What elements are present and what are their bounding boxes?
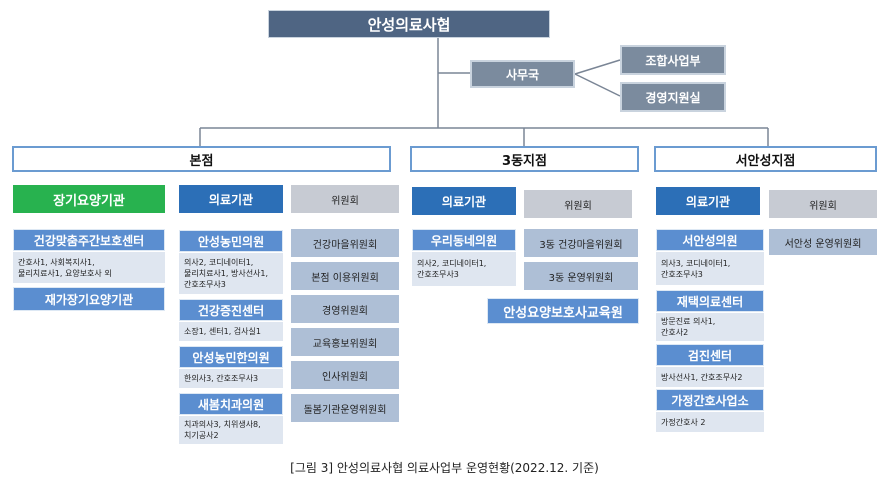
unit-name: 안성농민한의원	[192, 350, 270, 365]
unit-dental-clinic-detail: 치과의사3, 치위생사8, 치기공사2	[179, 416, 283, 444]
education-label: 안성요양보호사교육원	[503, 305, 623, 321]
unit-oriental-clinic: 안성농민한의원	[179, 346, 283, 368]
west-committee-header: 위원회	[769, 190, 877, 218]
unit-homecare: 재가장기요양기관	[13, 287, 165, 311]
office-sub-label: 경영지원실	[645, 90, 701, 105]
committee-label: 본점 이용위원회	[311, 272, 379, 284]
unit-homecare-medical-detail: 방문진료 의사1, 간호사2	[656, 313, 764, 341]
committee-item: 인사위원회	[291, 361, 399, 389]
committee-item: 3동 운영위원회	[524, 262, 638, 290]
unit-name: 건강맞춤주간보호센터	[33, 233, 145, 248]
branch-third: 3동지점	[410, 146, 639, 172]
education-center: 안성요양보호사교육원	[487, 298, 639, 324]
root-label: 안성의료사협	[367, 15, 451, 34]
committee-label: 돌봄기관운영위원회	[303, 404, 387, 416]
unit-oriental-clinic-detail: 한의사3, 간호조무사3	[179, 369, 283, 388]
unit-homecare-medical: 재택의료센터	[656, 290, 764, 312]
committee-header-label: 위원회	[331, 195, 359, 207]
committee-label: 3동 운영위원회	[548, 272, 614, 284]
west-medical-header: 의료기관	[656, 187, 760, 215]
committee-item: 교육홍보위원회	[291, 328, 399, 356]
unit-daycare-detail: 간호사1, 사회복지사1, 물리치료사1, 요양보호사 외	[13, 252, 165, 283]
medical-header-label: 의료기관	[208, 192, 254, 207]
branch-label: 서안성지점	[735, 153, 796, 169]
main-committee-header: 위원회	[291, 185, 399, 213]
longterm-header-label: 장기요양기관	[53, 193, 125, 209]
main-medical-header: 의료기관	[179, 185, 283, 213]
committee-label: 경영위원회	[322, 305, 368, 317]
unit-neighborhood-clinic: 우리동네의원	[412, 229, 516, 251]
third-medical-header: 의료기관	[412, 187, 516, 215]
committee-label: 3동 건강마을위원회	[539, 239, 623, 251]
unit-checkup-center: 검진센터	[656, 344, 764, 366]
branch-label: 본점	[189, 153, 214, 169]
unit-home-nursing: 가정간호사업소	[656, 389, 764, 411]
committee-item: 건강마을위원회	[291, 229, 399, 257]
office-sub-union: 조합사업부	[620, 45, 726, 75]
root-node: 안성의료사협	[268, 10, 550, 38]
committee-item: 경영위원회	[291, 295, 399, 323]
unit-name: 안성농민의원	[197, 234, 265, 249]
medical-header-label: 의료기관	[685, 194, 731, 209]
committee-label: 서안성 운영위원회	[784, 238, 862, 250]
unit-name: 재택의료센터	[676, 294, 744, 309]
committee-item: 서안성 운영위원회	[769, 229, 877, 255]
branch-main: 본점	[12, 146, 391, 172]
branch-west: 서안성지점	[654, 146, 877, 172]
unit-neighborhood-clinic-detail: 의사2, 코디네이터1, 간호조무사3	[412, 252, 516, 286]
unit-name: 검진센터	[687, 348, 733, 363]
unit-name: 서안성의원	[682, 233, 738, 248]
unit-daycare-center: 건강맞춤주간보호센터	[13, 229, 165, 251]
committee-header-label: 위원회	[809, 200, 837, 212]
committee-item: 3동 건강마을위원회	[524, 229, 638, 257]
unit-anseong-clinic: 안성농민의원	[179, 230, 283, 252]
unit-dental-clinic: 새봄치과의원	[179, 393, 283, 415]
unit-checkup-center-detail: 방사선사1, 간호조무사2	[656, 367, 764, 387]
unit-name: 건강증진센터	[197, 303, 265, 318]
committee-label: 인사위원회	[322, 371, 368, 383]
unit-anseong-clinic-detail: 의사2, 코디네이터1, 물리치료사1, 방사선사1, 간호조무사3	[179, 253, 283, 294]
figure-caption: [그림 3] 안성의료사협 의료사업부 운영현황(2022.12. 기준)	[290, 461, 599, 475]
unit-name: 우리동네의원	[430, 233, 498, 248]
committee-item: 돌봄기관운영위원회	[291, 394, 399, 422]
medical-header-label: 의료기관	[441, 194, 487, 209]
committee-item: 본점 이용위원회	[291, 262, 399, 290]
committee-label: 교육홍보위원회	[312, 338, 378, 350]
unit-west-clinic: 서안성의원	[656, 229, 764, 251]
branch-label: 3동지점	[502, 153, 547, 169]
unit-home-nursing-detail: 가정간호사 2	[656, 412, 764, 432]
longterm-header: 장기요양기관	[13, 185, 165, 213]
committee-label: 건강마을위원회	[312, 239, 378, 251]
committee-header-label: 위원회	[564, 200, 592, 212]
office-sub-management: 경영지원실	[620, 82, 726, 112]
unit-west-clinic-detail: 의사3, 코디네이터1, 간호조무사3	[656, 252, 764, 285]
unit-name: 가정간호사업소	[671, 393, 749, 408]
unit-name: 새봄치과의원	[197, 397, 265, 412]
office-sub-label: 조합사업부	[645, 53, 701, 68]
unit-name: 재가장기요양기관	[44, 292, 134, 307]
unit-health-center: 건강증진센터	[179, 299, 283, 321]
unit-health-center-detail: 소장1, 센터1, 검사실1	[179, 322, 283, 341]
office-label: 사무국	[505, 67, 540, 82]
office-node: 사무국	[470, 60, 575, 88]
third-committee-header: 위원회	[524, 190, 632, 218]
